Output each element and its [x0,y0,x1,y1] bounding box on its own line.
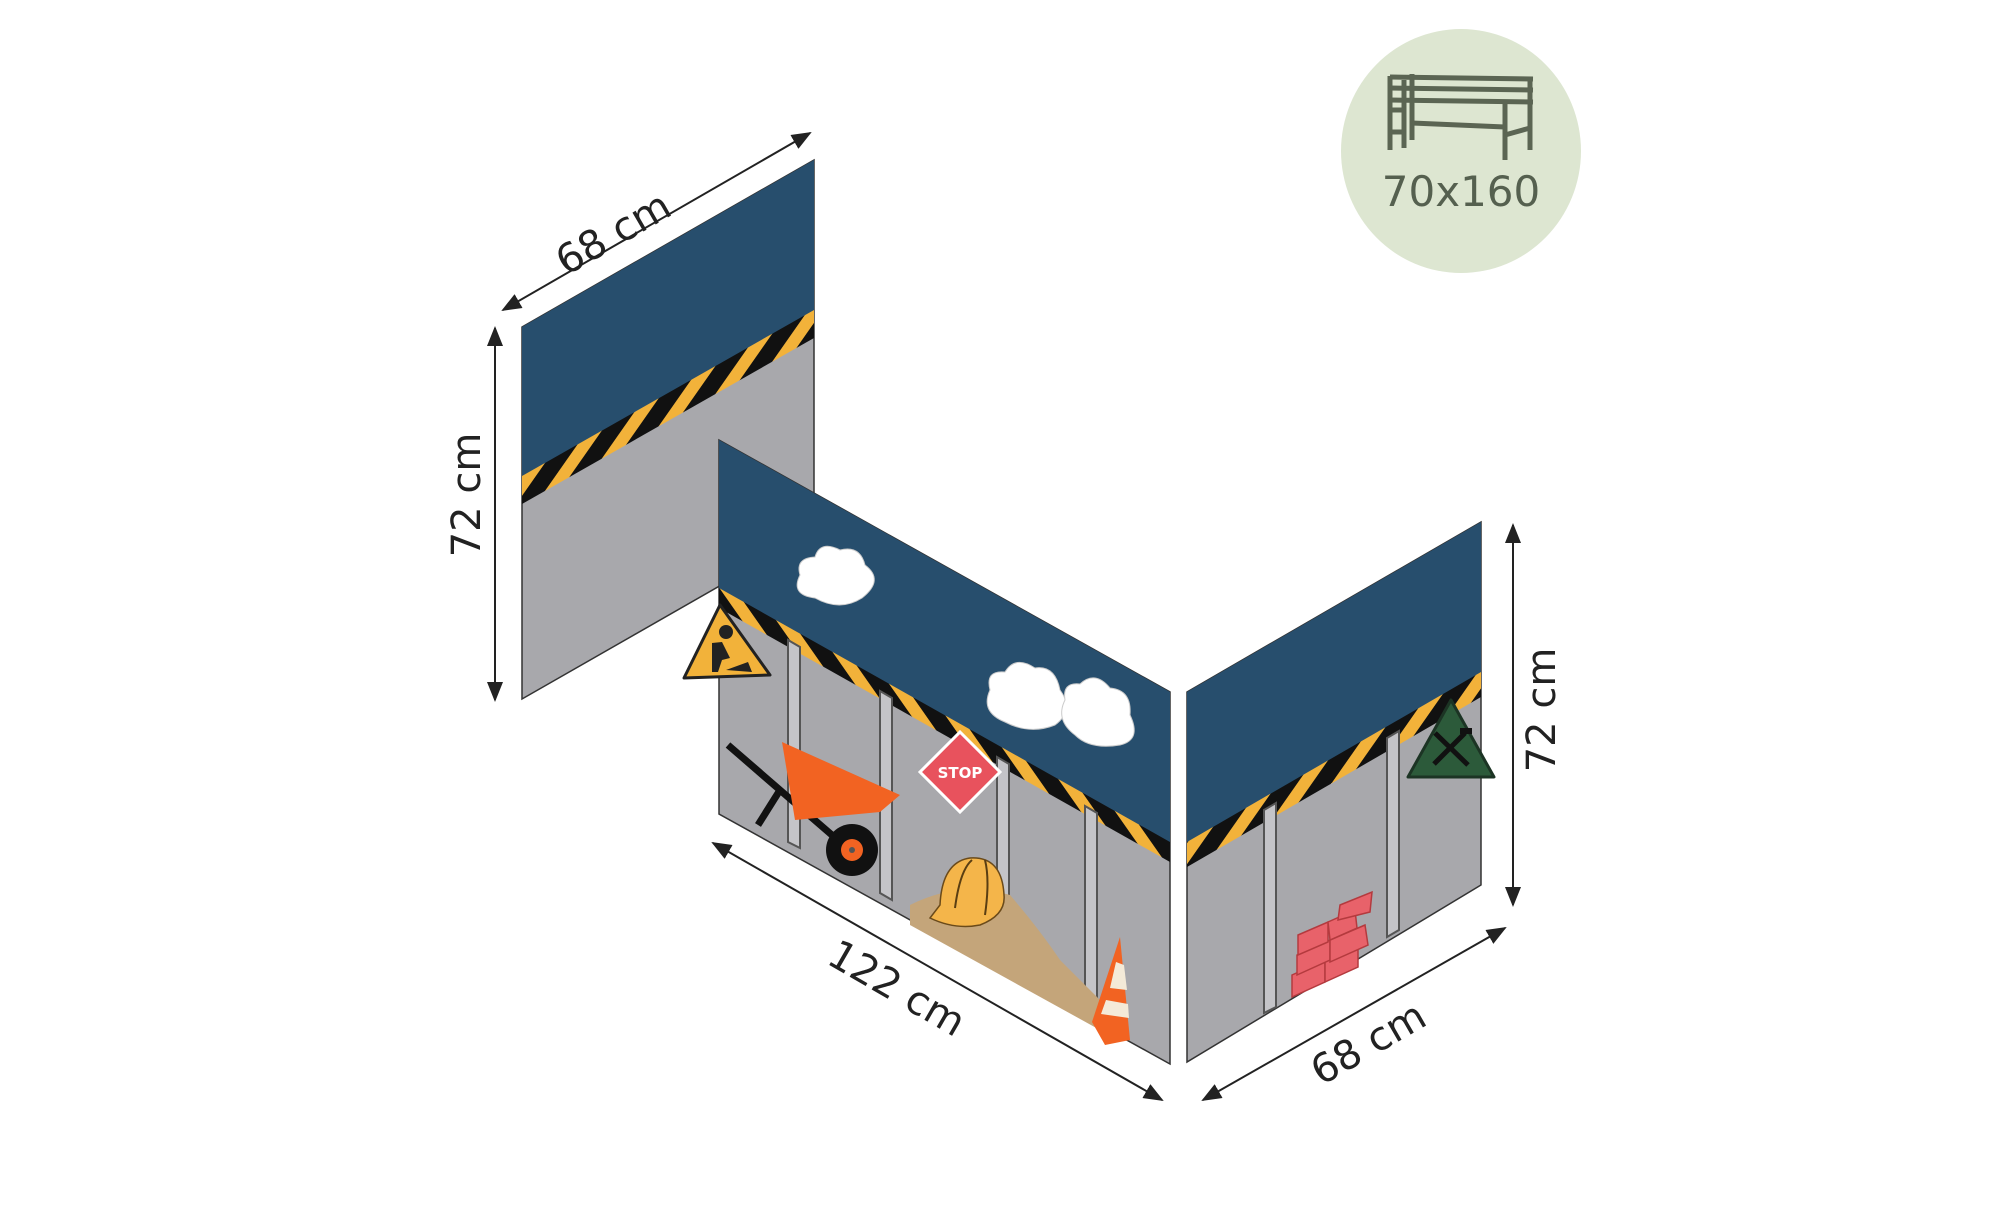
right-height-label: 72 cm [1519,648,1565,773]
right-width-arrow [1201,927,1507,1101]
middle-width-arrow [711,842,1164,1101]
right-panel [1186,520,1496,1064]
clouds [796,545,1135,747]
middle-panel: STOP [682,438,1171,1066]
loft-bed-icon [1387,74,1534,160]
left-width-arrow [501,132,812,311]
left-height-label: 72 cm [444,433,490,558]
worker-warning-sign [682,603,772,680]
tools-warning-sign [1406,698,1496,779]
stop-sign-text: STOP [938,764,983,782]
dimension-lines [487,132,1521,1101]
bed-size-label: 70x160 [1382,167,1540,216]
stop-sign: STOP [917,729,1003,815]
right-width-label: 68 cm [1303,993,1434,1095]
bed-size-badge: 70x160 [1341,29,1581,273]
